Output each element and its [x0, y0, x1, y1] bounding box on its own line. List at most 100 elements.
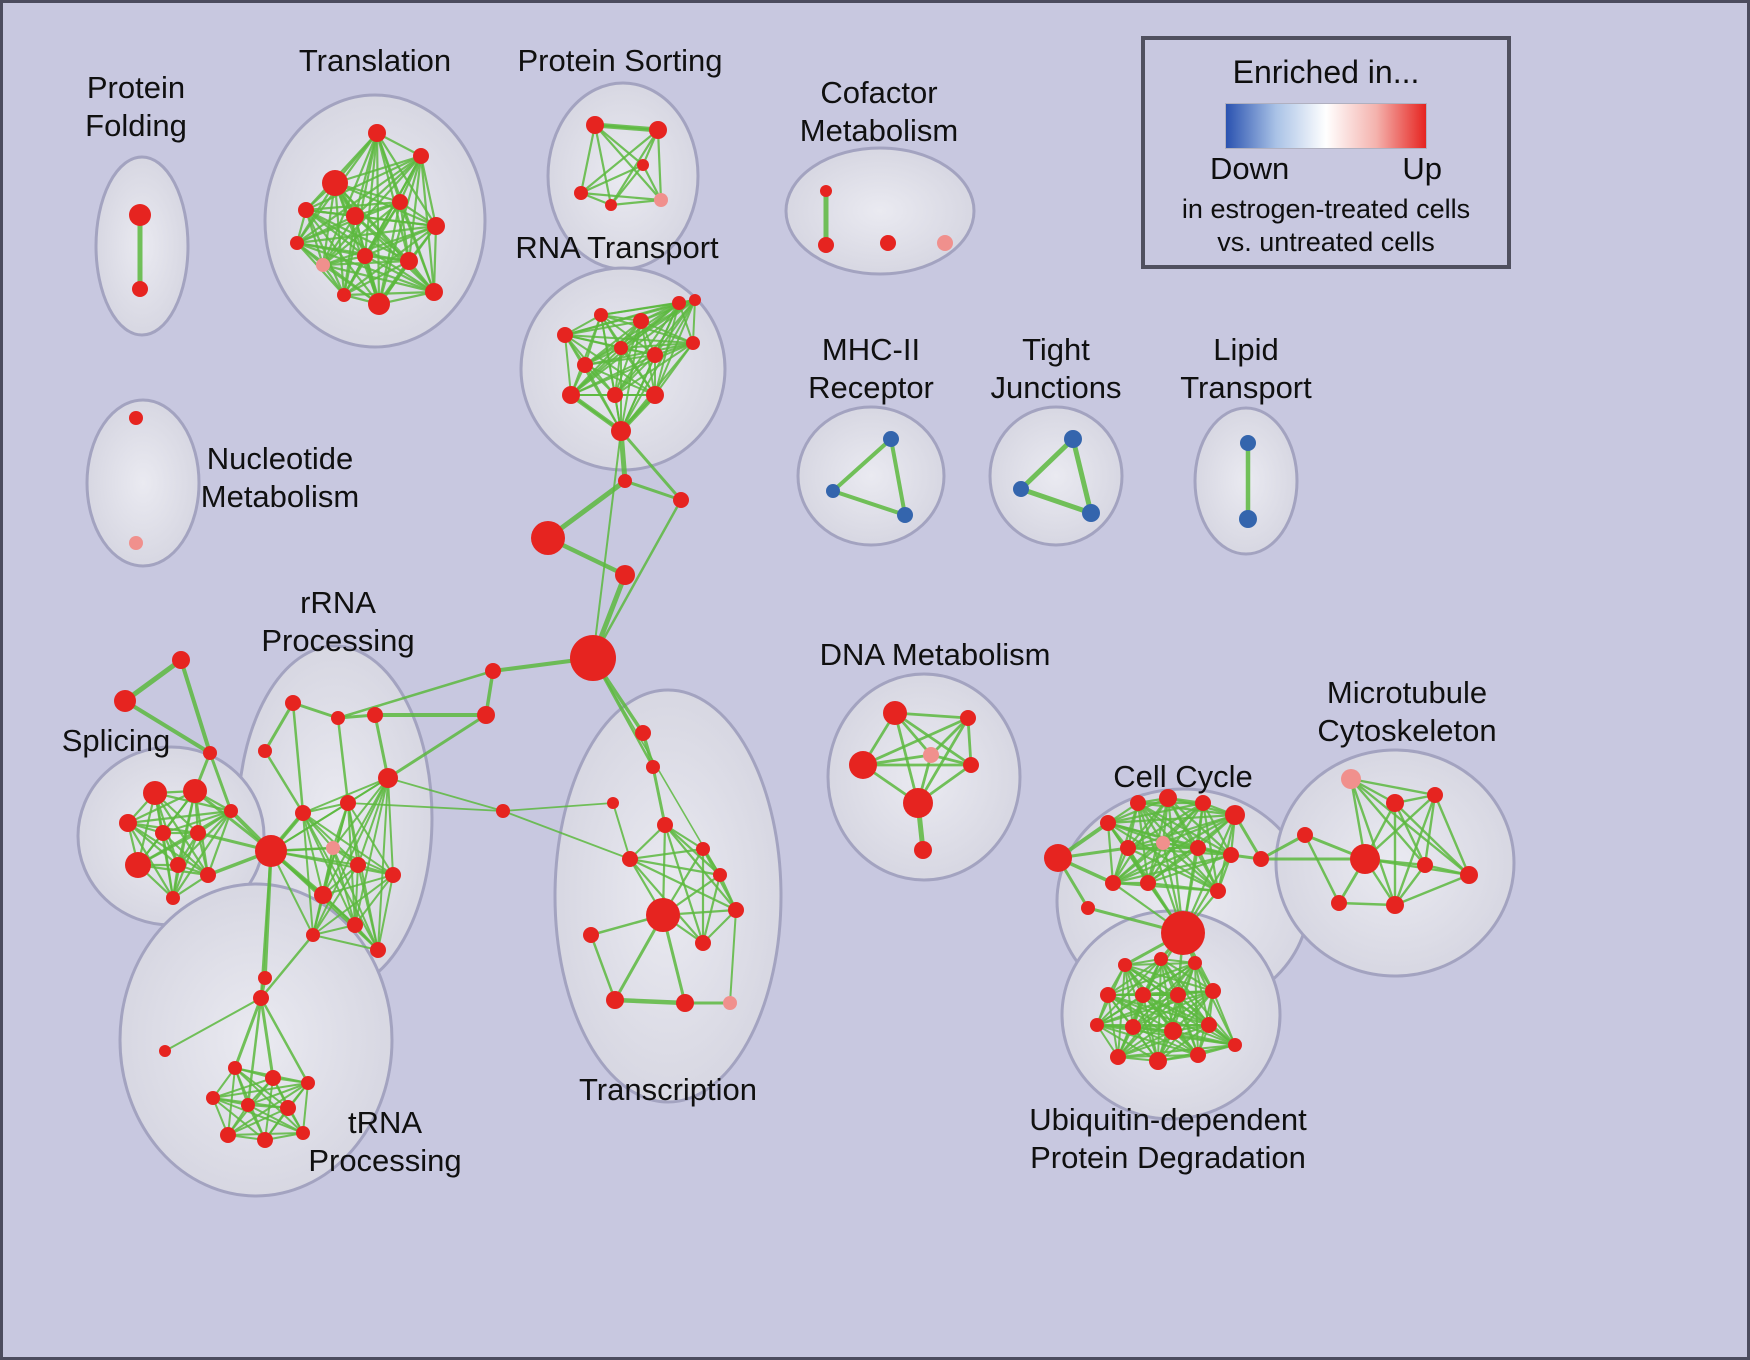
edge [1161, 841, 1220, 893]
node-rr2 [331, 711, 345, 725]
node-tr10 [400, 252, 418, 270]
node-ub8 [1090, 1018, 1104, 1032]
edge [212, 1082, 309, 1099]
edge [363, 224, 438, 258]
edge [1423, 793, 1437, 867]
edge [1349, 777, 1427, 867]
node-ps1 [586, 116, 604, 134]
node-rt9 [562, 386, 580, 404]
node-mt6 [1417, 857, 1433, 873]
cluster-label-splicing: Splicing [62, 723, 171, 758]
edge [663, 823, 738, 912]
edge [592, 122, 661, 133]
edge [1303, 833, 1341, 905]
edge [1146, 846, 1200, 885]
cluster-label-translation: Translation [299, 43, 451, 78]
edge [354, 874, 394, 926]
edge [593, 123, 645, 167]
edge [1166, 796, 1185, 935]
edge [387, 777, 504, 812]
node-rt10 [607, 387, 623, 403]
node-cc8 [1156, 836, 1170, 850]
edge [1126, 846, 1233, 857]
node-ps6 [654, 193, 668, 207]
node-rt3 [633, 313, 649, 329]
edge [568, 392, 624, 434]
node-tx3 [607, 797, 619, 809]
node-rr1 [285, 695, 301, 711]
edge [259, 996, 275, 1080]
edge [889, 437, 907, 517]
edge [419, 154, 438, 228]
node-tx13 [583, 927, 599, 943]
edge [929, 716, 970, 757]
node-tr2 [368, 124, 386, 142]
edge [263, 749, 305, 815]
node-tx9 [728, 902, 744, 918]
node-rt7 [614, 341, 628, 355]
edge [593, 123, 613, 207]
edge [1194, 962, 1236, 1046]
node-ub15 [1228, 1038, 1242, 1052]
edge [584, 299, 696, 366]
node-dm1 [883, 701, 907, 725]
node-ub9 [1125, 1019, 1141, 1035]
node-mh1 [883, 431, 899, 447]
edge [1337, 901, 1397, 907]
edge [620, 354, 656, 432]
node-mh2 [826, 484, 840, 498]
node-tr13 [337, 288, 351, 302]
edge [619, 429, 683, 502]
node-tx5 [696, 842, 710, 856]
node-cc9 [1190, 840, 1206, 856]
node-sp3 [119, 814, 137, 832]
node-lt2 [1239, 510, 1257, 528]
node-cc4 [1159, 789, 1177, 807]
node-tx7 [646, 898, 680, 932]
edge [1106, 821, 1220, 893]
node-cc15 [1210, 883, 1226, 899]
node-rr4 [378, 768, 398, 788]
edge [1349, 777, 1437, 797]
node-ub3 [1188, 956, 1202, 970]
node-cc5 [1195, 795, 1211, 811]
node-tn3 [265, 1070, 281, 1086]
cluster-ellipse-cofactor-metabolism [784, 146, 976, 276]
node-mt1 [1341, 769, 1361, 789]
node-mt3 [1427, 787, 1443, 803]
node-tx4 [657, 817, 673, 833]
edge [377, 200, 402, 306]
edge [302, 812, 359, 866]
node-rr9 [350, 857, 366, 873]
node-mt7 [1460, 866, 1478, 884]
edge [342, 290, 436, 297]
node-ub1 [1118, 958, 1132, 972]
edge [387, 777, 394, 876]
edge [861, 716, 970, 767]
node-dm5 [963, 757, 979, 773]
node-tn8 [220, 1127, 236, 1143]
edge [291, 701, 305, 815]
edge [247, 1104, 304, 1134]
edge [212, 1077, 274, 1099]
node-mt9 [1331, 895, 1347, 911]
cluster-label-transcription: Transcription [579, 1072, 757, 1107]
edge [579, 191, 663, 202]
edge [628, 823, 667, 861]
edge [656, 128, 663, 202]
cluster-ellipse-nucleotide-metabolism [85, 398, 201, 568]
node-rt5 [686, 336, 700, 350]
edge [584, 364, 622, 432]
node-sp2 [183, 779, 207, 803]
edge [347, 802, 394, 876]
node-cc3 [1130, 795, 1146, 811]
node-tn4 [301, 1076, 315, 1090]
node-tx14 [695, 935, 711, 951]
node-dm6 [903, 788, 933, 818]
edge [263, 701, 295, 753]
edge [321, 263, 436, 294]
node-tr5 [346, 207, 364, 225]
node-ps5 [637, 159, 649, 171]
